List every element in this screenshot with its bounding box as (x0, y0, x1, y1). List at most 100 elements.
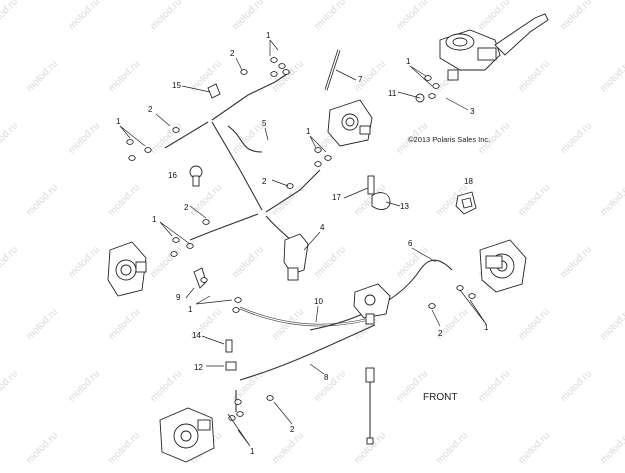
callout-18: 18 (464, 177, 473, 186)
watermark-text: motod.ru (270, 430, 306, 466)
part-7-pin (324, 49, 341, 91)
part-12-cap (225, 361, 237, 371)
watermark-text: motod.ru (106, 430, 142, 466)
brake-rod-end (366, 437, 374, 445)
washer-fitting (428, 303, 436, 309)
caliper-front-left (107, 241, 147, 297)
callout-16: 16 (168, 171, 177, 180)
callout-1-a: 1 (266, 31, 271, 40)
part-4-valve (283, 233, 309, 281)
watermark-text: motod.ru (434, 430, 470, 466)
washer-fitting (324, 155, 332, 161)
watermark-text: motod.ru (66, 0, 102, 32)
callout-7: 7 (358, 75, 363, 84)
callout-1-g: 1 (484, 323, 489, 332)
watermark-text: motod.ru (516, 306, 552, 342)
watermark-text: motod.ru (476, 0, 512, 32)
watermark-text: motod.ru (230, 120, 266, 156)
callout-1-h: 1 (250, 447, 255, 456)
callout-2-f: 2 (290, 425, 295, 434)
part-16-grommet (189, 165, 203, 187)
callout-2-b: 2 (148, 105, 153, 114)
watermark-text: motod.ru (558, 120, 594, 156)
watermark-text: motod.ru (148, 120, 184, 156)
watermark-text: motod.ru (598, 306, 625, 342)
watermark-text: motod.ru (24, 58, 60, 94)
brake-lines (164, 71, 453, 445)
watermark-text: motod.ru (598, 430, 625, 466)
washer-fitting (270, 71, 278, 77)
watermark-text: motod.ru (230, 0, 266, 32)
master-cylinder (439, 13, 549, 81)
washer-fitting (314, 147, 322, 153)
watermark-text: motod.ru (516, 58, 552, 94)
watermark-text: motod.ru (516, 430, 552, 466)
washer-fitting (432, 83, 440, 89)
callout-6: 6 (408, 239, 413, 248)
watermark-text: motod.ru (148, 368, 184, 404)
callout-12: 12 (194, 363, 203, 372)
callout-2-c: 2 (262, 177, 267, 186)
watermark-text: motod.ru (24, 306, 60, 342)
caliper-rear-right (479, 239, 527, 293)
brake-line-upper-right (211, 71, 291, 121)
part-13-clamp (367, 175, 391, 210)
callout-2-e: 2 (438, 329, 443, 338)
washer-fitting (424, 75, 432, 81)
brake-line-8 (239, 324, 376, 381)
watermark-text: motod.ru (516, 182, 552, 218)
callout-14: 14 (192, 331, 201, 340)
washer-fitting (468, 293, 476, 299)
callout-17: 17 (332, 193, 341, 202)
washer-fitting (456, 285, 464, 291)
caliper-rear-left (159, 407, 215, 463)
watermark-text: motod.ru (558, 244, 594, 280)
callout-1-e: 1 (152, 215, 157, 224)
washer-fitting (314, 161, 322, 167)
washer-fitting (266, 395, 274, 401)
watermark-text: motod.ru (106, 182, 142, 218)
washer-fitting (240, 69, 248, 75)
watermark-text: motod.ru (148, 0, 184, 32)
washer-fitting (270, 57, 278, 63)
watermark-text: motod.ru (148, 244, 184, 280)
washer-fitting (144, 147, 152, 153)
washer-fitting (172, 127, 180, 133)
callout-13: 13 (400, 202, 409, 211)
watermark-text: motod.ru (66, 244, 102, 280)
watermark-text: motod.ru (230, 244, 266, 280)
brake-line-6 (309, 259, 453, 331)
callout-1-d: 1 (406, 57, 411, 66)
callout-2-a: 2 (230, 49, 235, 58)
callout-11: 11 (388, 89, 397, 98)
leader-lines (119, 39, 487, 447)
distribution-block (353, 283, 391, 325)
washer-fitting (186, 243, 194, 249)
part-15-clip (207, 83, 221, 99)
washer-fitting (234, 297, 242, 303)
washer-fitting (236, 411, 244, 417)
watermark-text: motod.ru (312, 244, 348, 280)
brake-rod-fitting (365, 367, 375, 383)
washers-and-bolts (126, 57, 476, 421)
watermark-text: motod.ru (106, 306, 142, 342)
washer-fitting (234, 399, 242, 405)
watermark-text: motod.ru (598, 58, 625, 94)
washer-fitting (128, 155, 136, 161)
washer-fitting (286, 183, 294, 189)
brake-line-center-vertical (211, 121, 263, 211)
washer-fitting (200, 277, 208, 283)
callout-9: 9 (176, 293, 181, 302)
washer-fitting (282, 69, 290, 75)
parts (107, 13, 549, 463)
watermark-text: motod.ru (0, 368, 20, 404)
copyright-notice: ©2013 Polaris Sales Inc. (408, 135, 490, 144)
watermark-text: motod.ru (106, 58, 142, 94)
callout-1-b: 1 (116, 117, 121, 126)
watermark-text: motod.ru (558, 368, 594, 404)
brake-line-upper-left (164, 121, 209, 149)
watermark-text: motod.ru (66, 368, 102, 404)
watermark-text: motod.ru (0, 244, 20, 280)
